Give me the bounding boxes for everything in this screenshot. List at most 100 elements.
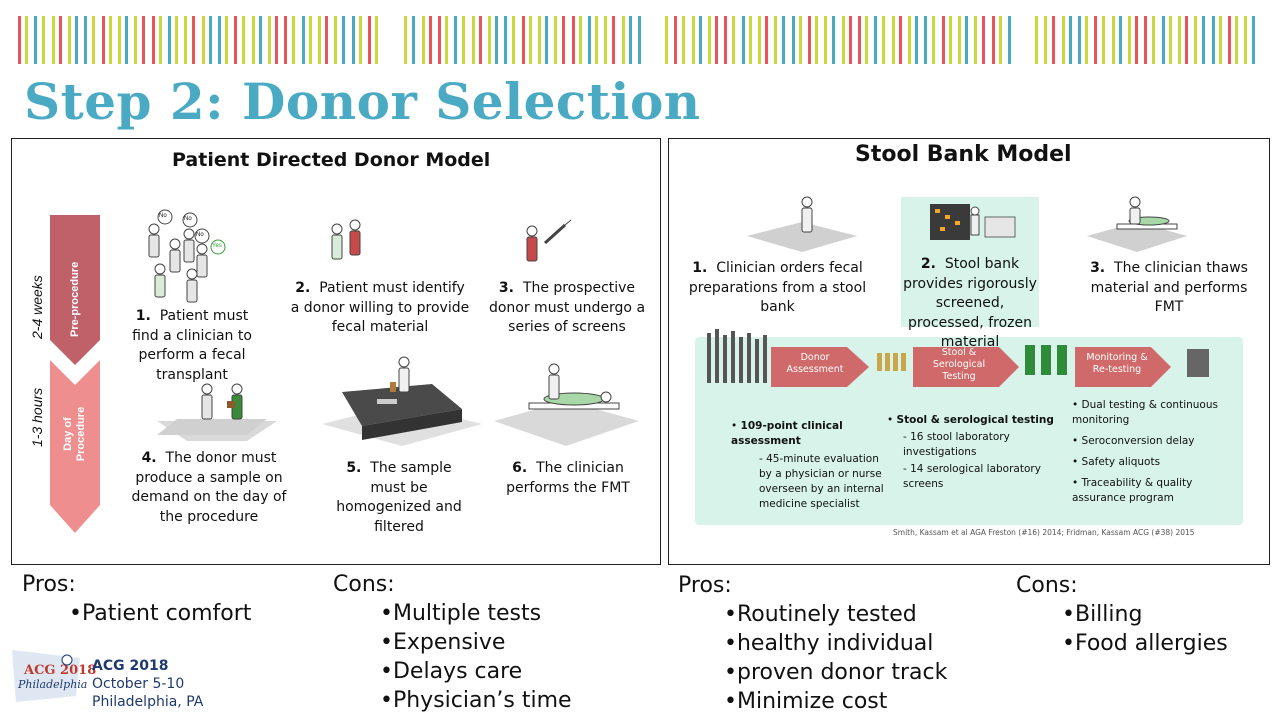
stripe bbox=[134, 16, 137, 64]
stripe bbox=[1212, 16, 1215, 64]
stripe bbox=[34, 16, 37, 64]
pre-procedure-arrow bbox=[50, 215, 100, 365]
stripe bbox=[404, 16, 407, 64]
left-cons-item-2: •Expensive bbox=[380, 630, 506, 655]
left-cons-header: Cons: bbox=[333, 572, 395, 597]
stripe bbox=[849, 16, 852, 64]
stripe bbox=[242, 16, 245, 64]
left-step-2: 2. Patient must identify a donor willing… bbox=[290, 279, 470, 338]
stripe bbox=[865, 16, 868, 64]
col3-item-2-text: Seroconversion delay bbox=[1081, 435, 1195, 447]
stripe bbox=[318, 16, 321, 64]
left-step-2-num: 2. bbox=[295, 280, 311, 296]
stripe bbox=[774, 16, 777, 64]
right-step-2-num: 2. bbox=[920, 256, 936, 272]
stripe bbox=[1244, 16, 1247, 64]
stripe bbox=[109, 16, 112, 64]
stripe bbox=[882, 16, 885, 64]
stripe bbox=[708, 16, 711, 64]
left-step-5: 5. The sample must be homogenized and fi… bbox=[334, 459, 464, 537]
stripe bbox=[512, 16, 515, 64]
left-step-6-num: 6. bbox=[512, 460, 528, 476]
phase-label-day: Day of Procedure bbox=[62, 406, 87, 462]
stripe bbox=[999, 16, 1002, 64]
speech-bubble-1: No bbox=[159, 213, 167, 219]
stripe bbox=[579, 16, 582, 64]
stripe bbox=[25, 16, 28, 64]
stripe bbox=[1178, 16, 1181, 64]
right-step-3: 3. The clinician thaws material and perf… bbox=[1079, 259, 1259, 318]
stripe bbox=[915, 16, 918, 64]
stripe bbox=[225, 16, 228, 64]
stripe bbox=[832, 16, 835, 64]
col3-item-2: • Seroconversion delay bbox=[1072, 435, 1195, 447]
col3-item-1-text: Dual testing & continuous monitoring bbox=[1072, 399, 1218, 426]
patient-directed-donor-panel: Patient Directed Donor Model 2-4 weeks P… bbox=[11, 138, 661, 565]
speech-bubble-3: No bbox=[196, 232, 204, 238]
stripe bbox=[368, 16, 371, 64]
stripe bbox=[732, 16, 735, 64]
stripe bbox=[908, 16, 911, 64]
stripe bbox=[42, 16, 45, 64]
col1-sub: - 45-minute evaluation by a physician or… bbox=[759, 453, 884, 510]
stripe bbox=[724, 16, 727, 64]
stripe bbox=[84, 16, 87, 64]
donor-flow-row bbox=[707, 329, 1209, 387]
stripe bbox=[824, 16, 827, 64]
stripe bbox=[572, 16, 575, 64]
stripe bbox=[18, 16, 21, 64]
stripe bbox=[488, 16, 491, 64]
stripe bbox=[874, 16, 877, 64]
stripe bbox=[982, 16, 985, 64]
flow-arrow-monitoring: Monitoring & Re-testing bbox=[1086, 352, 1148, 375]
left-pros-item-1: •Patient comfort bbox=[69, 601, 252, 626]
stripe bbox=[454, 16, 457, 64]
stripe bbox=[472, 16, 475, 64]
stripe bbox=[202, 16, 205, 64]
phase-label-pre: Pre-procedure bbox=[69, 261, 81, 337]
col2-sub2: - 14 serological laboratory screens bbox=[903, 463, 1041, 490]
right-step-1: 1. Clinician orders fecal preparations f… bbox=[675, 259, 880, 318]
stripe bbox=[1128, 16, 1131, 64]
stripe bbox=[899, 16, 902, 64]
left-pros-header: Pros: bbox=[22, 572, 76, 597]
conference-dates: October 5-10 bbox=[92, 676, 185, 692]
stripe bbox=[352, 16, 355, 64]
stripe bbox=[665, 16, 668, 64]
stripe bbox=[479, 16, 482, 64]
left-cons-item-4: •Physician’s time bbox=[380, 688, 572, 713]
left-pros: Pros: •Patient comfort bbox=[22, 570, 251, 628]
people-group-illustration bbox=[148, 209, 226, 303]
col2-bullet: • Stool & serological testing bbox=[887, 414, 1054, 426]
right-pros: Pros: •Routinely tested •healthy individ… bbox=[678, 571, 947, 716]
stripe bbox=[495, 16, 498, 64]
stripe bbox=[629, 16, 632, 64]
stripe bbox=[554, 16, 557, 64]
stripe bbox=[275, 16, 278, 64]
right-pros-header: Pros: bbox=[678, 573, 732, 598]
stripe bbox=[595, 16, 598, 64]
stripe bbox=[715, 16, 718, 64]
left-step-1-num: 1. bbox=[135, 308, 151, 324]
stripe bbox=[604, 16, 607, 64]
stripe bbox=[445, 16, 448, 64]
stripe bbox=[1162, 16, 1165, 64]
stripe bbox=[102, 16, 105, 64]
stripe bbox=[1112, 16, 1115, 64]
stripe bbox=[52, 16, 55, 64]
stripe bbox=[782, 16, 785, 64]
stripe bbox=[168, 16, 171, 64]
col3-item-3: • Safety aliquots bbox=[1072, 456, 1161, 468]
stripe bbox=[1052, 16, 1055, 64]
col3-item-1: • Dual testing & continuous monitoring bbox=[1072, 399, 1218, 426]
conference-info: ACG 2018 October 5-10 Philadelphia, PA bbox=[92, 657, 203, 711]
stripe bbox=[1094, 16, 1097, 64]
stripe bbox=[268, 16, 271, 64]
conference-city: Philadelphia, PA bbox=[92, 694, 204, 710]
stripe bbox=[992, 16, 995, 64]
stripe bbox=[412, 16, 415, 64]
stripe bbox=[1069, 16, 1072, 64]
stripe bbox=[522, 16, 525, 64]
col3-item-4-text: Traceability & quality assurance program bbox=[1072, 477, 1193, 504]
stripe bbox=[758, 16, 761, 64]
